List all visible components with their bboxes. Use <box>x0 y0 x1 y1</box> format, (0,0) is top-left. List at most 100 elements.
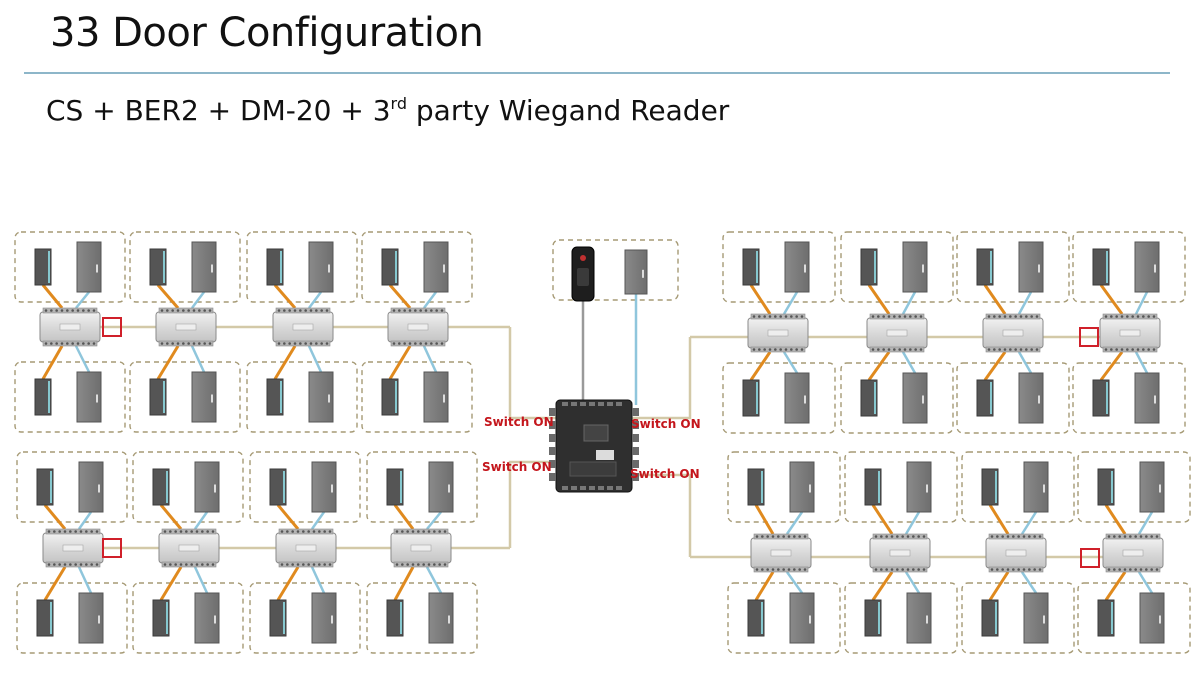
terminal-screw <box>328 563 332 566</box>
terminal-screw <box>987 315 991 318</box>
terminal-screw <box>190 563 193 566</box>
reader-icon <box>269 599 287 637</box>
module-top-terminals <box>985 313 1041 320</box>
terminal-screw <box>1035 348 1039 351</box>
terminal-screw <box>74 530 77 533</box>
reader-led-strip <box>395 381 397 413</box>
reader-body <box>981 468 999 506</box>
terminal-screw <box>1019 348 1023 351</box>
reader-cable <box>41 345 64 380</box>
module-top-terminals <box>275 307 331 314</box>
module-top-terminals <box>988 533 1044 540</box>
reader-led-strip <box>283 602 285 634</box>
door-handle <box>926 484 928 493</box>
reader-body <box>976 248 994 286</box>
terminal-screw <box>95 530 99 533</box>
ber2-led <box>580 255 586 261</box>
reader-cable <box>1099 351 1124 381</box>
door-group-box <box>840 231 954 303</box>
terminal-screw <box>44 309 48 312</box>
terminal-screw <box>182 342 185 345</box>
door-lock-cable <box>782 291 799 315</box>
terminal-screw <box>1129 535 1132 538</box>
terminal-screw <box>325 342 329 345</box>
terminal-screw <box>1118 568 1121 571</box>
door-icon <box>423 241 449 293</box>
module-label-plate <box>889 549 911 557</box>
terminal-screw <box>293 309 297 312</box>
door-group-box <box>129 361 241 433</box>
terminal-screw <box>403 342 406 345</box>
reader-led-strip <box>48 251 50 283</box>
reader-body <box>34 378 52 416</box>
rs485-bus-cable <box>508 460 556 548</box>
terminal-screw <box>1107 568 1111 571</box>
terminal-screw <box>787 568 791 571</box>
left-terminal-block <box>549 447 556 455</box>
door-handle <box>1159 484 1161 493</box>
terminal-screw <box>280 563 284 566</box>
terminal-screw <box>174 530 177 533</box>
dm20-module-icon <box>1099 313 1161 353</box>
terminal-screw <box>996 535 999 538</box>
module-top-terminals <box>158 307 214 314</box>
terminal-screw <box>1003 348 1007 351</box>
terminal-screw <box>795 348 798 351</box>
reader-cable <box>871 504 894 535</box>
corestation-body <box>555 399 633 493</box>
terminal-screw <box>190 530 193 533</box>
terminal-screw <box>771 535 775 538</box>
terminal-screw <box>1134 568 1137 571</box>
terminal-screw <box>179 563 183 566</box>
top-terminal <box>562 402 568 406</box>
door-lock-cable <box>423 291 437 309</box>
left-terminal-block <box>549 434 556 442</box>
door-lock-cable <box>1137 571 1154 594</box>
reader-cable <box>41 284 64 309</box>
door-icon <box>906 461 932 513</box>
terminal-screw <box>890 568 894 571</box>
terminal-screw <box>882 348 885 351</box>
terminal-screw <box>291 563 294 566</box>
reader-led-strip <box>995 602 997 634</box>
terminal-screw <box>55 342 58 345</box>
door-group-box <box>246 231 358 303</box>
reader-led-strip <box>878 471 880 503</box>
reader-led-strip <box>400 602 402 634</box>
terminal-screw <box>766 568 769 571</box>
reader-cable <box>871 571 894 601</box>
reader-icon <box>269 468 287 506</box>
terminal-screw <box>1006 535 1010 538</box>
reader-body <box>864 599 882 637</box>
terminal-screw <box>198 309 201 312</box>
terminal-screw <box>1155 568 1159 571</box>
terminal-screw <box>790 315 793 318</box>
module-top-terminals <box>390 307 446 314</box>
terminal-screw <box>430 309 433 312</box>
terminal-screw <box>803 568 807 571</box>
terminal-screw <box>198 342 201 345</box>
terminal-screw <box>917 535 920 538</box>
termination-resistor-marker <box>102 538 122 558</box>
reader-led-strip <box>283 471 285 503</box>
terminal-screw <box>1136 348 1140 351</box>
terminal-screw <box>784 315 788 318</box>
reader-led-strip <box>1106 382 1108 414</box>
terminal-screw <box>430 342 433 345</box>
terminal-screw <box>1014 315 1017 318</box>
top-terminal <box>607 402 613 406</box>
terminal-screw <box>906 535 910 538</box>
door-group-box <box>366 582 478 654</box>
terminal-screw <box>277 342 281 345</box>
reader-body <box>36 599 54 637</box>
reader-led-strip <box>1111 471 1113 503</box>
terminal-screw <box>1019 315 1023 318</box>
door-group-box <box>840 362 954 434</box>
terminal-screw <box>779 315 782 318</box>
door-icon <box>902 372 928 424</box>
module-label-plate <box>62 544 84 552</box>
terminal-screw <box>1142 315 1145 318</box>
module-top-terminals <box>45 528 101 535</box>
terminal-screw <box>90 530 93 533</box>
terminal-screw <box>1139 568 1143 571</box>
